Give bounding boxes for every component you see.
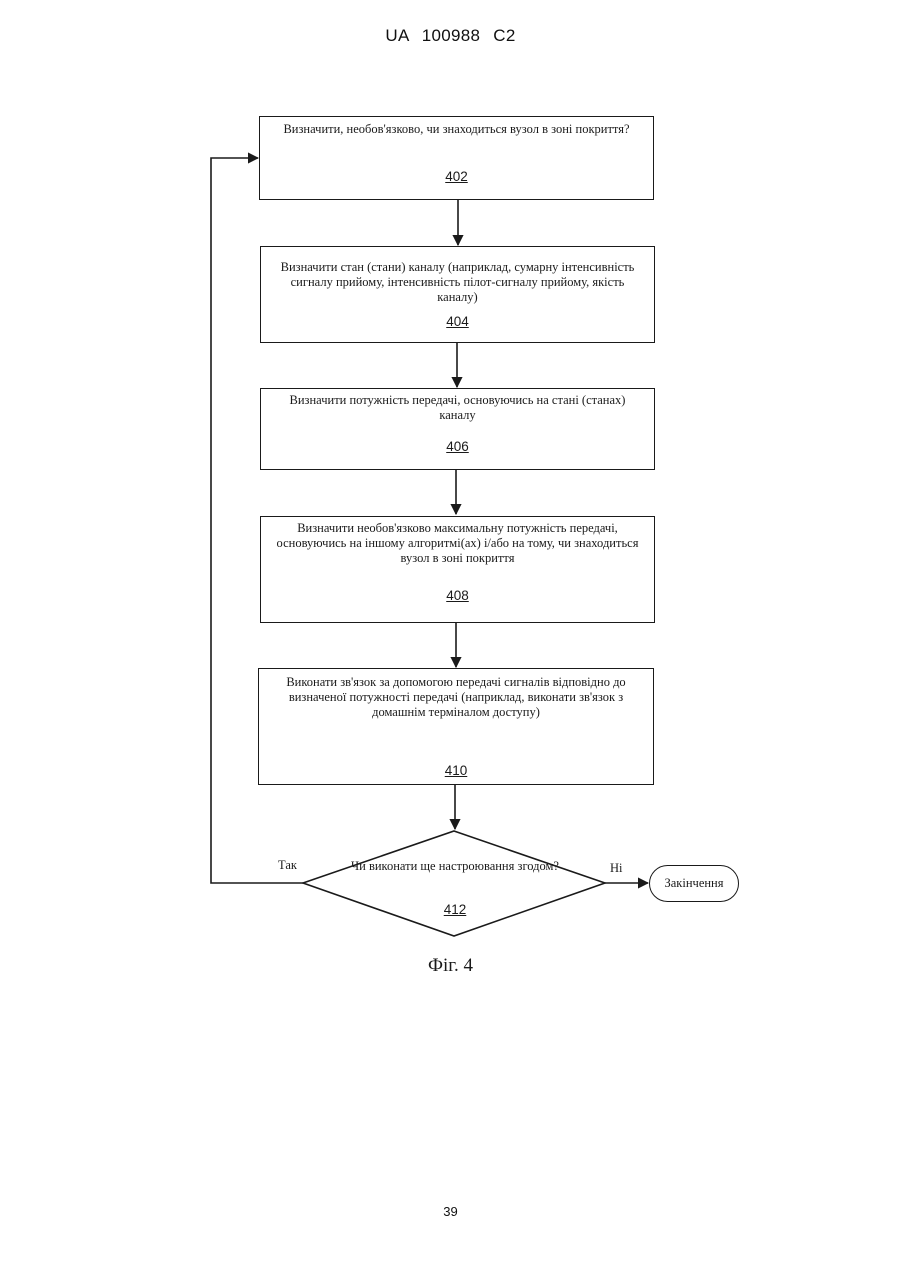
end-terminal: Закінчення (649, 865, 739, 902)
decision-text: Чи виконати ще настроювання згодом? (340, 858, 570, 874)
end-text: Закінчення (664, 876, 723, 891)
figure-caption: Фіг. 4 (0, 955, 901, 977)
step-ref-408: 408 (261, 588, 654, 603)
step-text-406: Визначити потужність передачі, основуючи… (281, 393, 634, 423)
decision-ref: 412 (380, 902, 530, 917)
step-text-402: Визначити, необов'язково, чи знаходиться… (266, 122, 647, 137)
step-box-410: Виконати зв'язок за допомогою передачі с… (258, 668, 654, 785)
step-ref-406: 406 (261, 439, 654, 454)
decision-diamond (303, 831, 605, 936)
step-text-404: Визначити стан (стани) каналу (наприклад… (277, 260, 638, 305)
step-box-406: Визначити потужність передачі, основуючи… (260, 388, 655, 470)
step-box-404: Визначити стан (стани) каналу (наприклад… (260, 246, 655, 343)
step-box-408: Визначити необов'язково максимальну поту… (260, 516, 655, 623)
step-ref-402: 402 (260, 169, 653, 184)
step-ref-404: 404 (261, 314, 654, 329)
no-label: Ні (610, 861, 623, 876)
yes-label: Так (278, 858, 297, 873)
step-text-410: Виконати зв'язок за допомогою передачі с… (273, 675, 639, 720)
step-ref-410: 410 (259, 763, 653, 778)
step-text-408: Визначити необов'язково максимальну поту… (267, 521, 648, 566)
step-box-402: Визначити, необов'язково, чи знаходиться… (259, 116, 654, 200)
page-number: 39 (0, 1204, 901, 1219)
